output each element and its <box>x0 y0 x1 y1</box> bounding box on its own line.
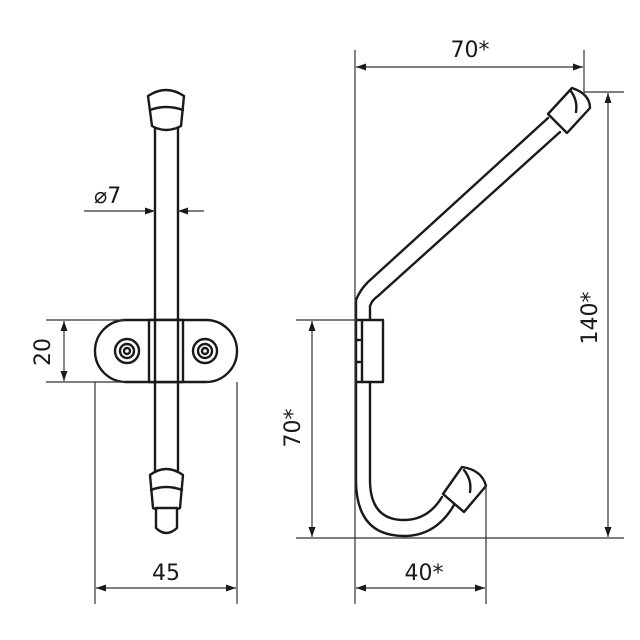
dim-total-width: 70* <box>354 38 585 604</box>
dim-total-width-label: 70* <box>451 38 490 63</box>
front-screw-hole-right <box>191 337 219 365</box>
dim-plate-height: 20 <box>31 319 125 383</box>
dim-plate-width-label: 45 <box>152 561 180 586</box>
dim-lower-height-label: 70* <box>281 409 306 448</box>
dim-plate-width: 45 <box>94 382 238 604</box>
dim-plate-height-label: 20 <box>31 338 56 366</box>
front-top-cap <box>146 88 186 132</box>
front-bottom-cap <box>148 467 185 535</box>
front-view: ⌀7 20 45 <box>31 88 239 604</box>
side-mount-block <box>354 318 385 384</box>
side-view: 70* 140* 70* 40* <box>281 38 624 604</box>
dim-rod-diameter: ⌀7 <box>84 184 204 215</box>
front-rod-upper <box>153 126 180 322</box>
side-bottom-cap <box>441 465 488 514</box>
dim-lower-height: 70* <box>281 319 358 537</box>
front-screw-hole-left <box>113 337 141 365</box>
side-hook-arm <box>354 116 562 322</box>
front-rod-lower <box>153 380 180 472</box>
dim-total-height: 140* <box>296 91 624 539</box>
dim-lower-width: 40* <box>356 486 487 604</box>
dim-lower-width-label: 40* <box>405 561 444 586</box>
side-top-cap <box>546 86 592 135</box>
dim-rod-diameter-label: ⌀7 <box>94 184 121 209</box>
side-hook-lower <box>354 380 456 538</box>
front-mounting-plate <box>93 318 239 384</box>
dim-total-height-label: 140* <box>578 292 603 345</box>
